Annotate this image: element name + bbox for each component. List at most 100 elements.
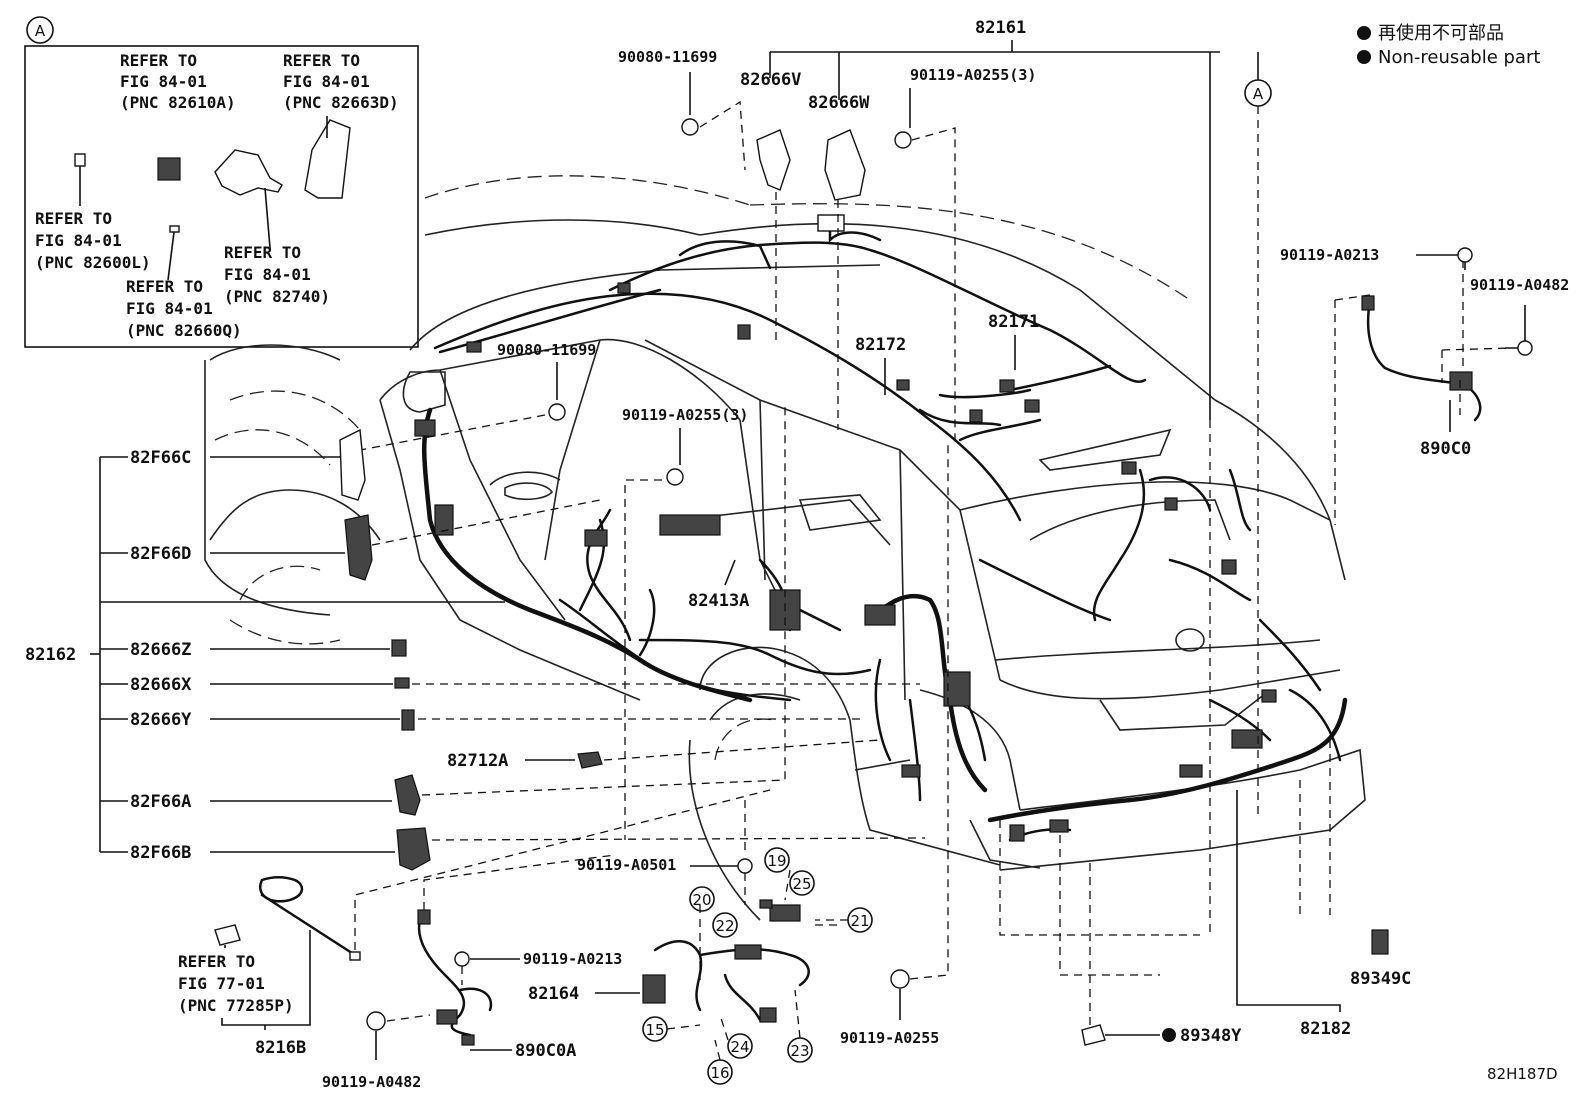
label-82161: 82161 — [975, 18, 1026, 38]
svg-text:REFER TO: REFER TO — [224, 243, 301, 262]
label-90119-A0213-right: 90119-A0213 — [1280, 246, 1379, 264]
label-890C0: 890C0 — [1420, 439, 1471, 459]
svg-text:FIG 84-01: FIG 84-01 — [120, 72, 207, 91]
bolt-90119-A0255-mid-icon — [666, 468, 684, 486]
svg-text:REFER TO: REFER TO — [283, 51, 360, 70]
bolt-90080-top-icon — [681, 118, 699, 136]
index-19: 19 — [767, 852, 786, 870]
index-22: 22 — [715, 917, 734, 935]
svg-text:(PNC 82740): (PNC 82740) — [224, 287, 330, 306]
refer-77285P-l1: REFER TO — [178, 952, 255, 971]
sensor-89349C-icon — [1371, 929, 1389, 955]
label-82F66C: 82F66C — [130, 448, 191, 468]
sensor-harness-890C0: 90119-A0213 90119-A0482 890C0 — [1280, 246, 1569, 525]
bracket-82F66A-icon — [394, 774, 421, 816]
clip-82666X-icon — [394, 677, 410, 689]
relay-block-82740-icon — [214, 149, 283, 196]
left-callouts: 82F66C 82F66D 82162 82666Z 82666X 82666Y… — [25, 405, 926, 871]
top-callouts: 82161 A 90080-11699 82666V 82666W 90119-… — [359, 18, 1272, 840]
inset-ref-82610A: REFER TO FIG 84-01 (PNC 82610A) — [120, 51, 236, 112]
svg-text:REFER TO: REFER TO — [126, 277, 203, 296]
bolt-90119-A0482-low-icon — [366, 1011, 386, 1031]
svg-text:(PNC 82600L): (PNC 82600L) — [35, 253, 151, 272]
label-82164: 82164 — [528, 984, 579, 1004]
circled-index-numbers: 19 20 22 25 21 15 24 16 23 — [642, 847, 873, 1085]
label-82172: 82172 — [855, 335, 906, 355]
label-90119-A0255-3-mid: 90119-A0255(3) — [622, 406, 748, 424]
svg-text:(PNC 82660Q): (PNC 82660Q) — [126, 321, 242, 340]
index-23: 23 — [790, 1042, 809, 1060]
label-82F66A: 82F66A — [130, 792, 191, 812]
bottom-left-parts: REFER TO FIG 77-01 (PNC 77285P) 8216B 89… — [178, 789, 771, 1091]
bolt-90119-A0255-top-icon — [894, 131, 912, 149]
vehicle-body — [204, 175, 1366, 921]
label-90080-11699-mid: 90080-11699 — [497, 341, 596, 359]
diagram-code: 82H187D — [1487, 1065, 1558, 1083]
clip-89348Y-icon — [1081, 1024, 1106, 1046]
label-89349C: 89349C — [1350, 969, 1411, 989]
clip-82666Y-icon — [401, 709, 415, 731]
inset-ref-82600L: REFER TO FIG 84-01 (PNC 82600L) — [35, 209, 151, 272]
bolt-90119-A0255-low-icon — [890, 969, 910, 989]
svg-text:FIG 84-01: FIG 84-01 — [283, 72, 370, 91]
refer-77285P-l2: FIG 77-01 — [178, 974, 265, 993]
index-20: 20 — [692, 891, 711, 909]
bottom-center-parts: 90119-A0501 82164 90119-A0255 — [528, 445, 949, 1047]
label-82666Y: 82666Y — [130, 710, 192, 730]
label-82F66D: 82F66D — [130, 544, 191, 564]
label-82171: 82171 — [988, 312, 1039, 332]
svg-text:FIG 84-01: FIG 84-01 — [224, 265, 311, 284]
index-21: 21 — [850, 912, 869, 930]
index-24: 24 — [730, 1038, 749, 1056]
bracket-82666W-icon — [824, 129, 866, 201]
bolt-90119-A0213-low-icon — [454, 951, 470, 967]
index-15: 15 — [645, 1021, 664, 1039]
bolt-90119-A0482-icon — [1517, 340, 1533, 356]
inset-ref-82663D: REFER TO FIG 84-01 (PNC 82663D) — [283, 51, 399, 112]
label-90119-A0255-low: 90119-A0255 — [840, 1029, 939, 1047]
clip-82666Z-icon — [391, 639, 407, 657]
label-90080-11699-top: 90080-11699 — [618, 48, 717, 66]
label-82712A: 82712A — [447, 751, 508, 771]
bracket-82F66C-icon — [339, 428, 366, 501]
bolt-90080-mid-icon — [548, 403, 566, 421]
svg-text:FIG 84-01: FIG 84-01 — [35, 231, 122, 250]
inset-ref-82740: REFER TO FIG 84-01 (PNC 82740) — [224, 243, 330, 306]
label-890C0A: 890C0A — [515, 1041, 576, 1061]
label-82666V: 82666V — [740, 70, 801, 90]
label-82F66B: 82F66B — [130, 843, 191, 863]
connector-82600L-icon — [74, 153, 86, 167]
label-89348Y: 89348Y — [1180, 1026, 1242, 1046]
non-reusable-bullet-icon — [1162, 1028, 1176, 1042]
bolt-90119-A0213-icon — [1457, 247, 1473, 263]
legend-en: Non-reusable part — [1378, 47, 1540, 68]
non-reusable-bullet-icon — [1357, 26, 1371, 40]
inset-marker-circle — [26, 16, 54, 44]
clip-82660Q-icon — [169, 225, 180, 233]
label-90119-A0482-low: 90119-A0482 — [322, 1073, 421, 1091]
label-90119-A0501: 90119-A0501 — [577, 856, 676, 874]
label-82666W: 82666W — [808, 93, 870, 113]
inset-a: A REFER TO FIG 84-01 (PNC 82610A) REFER … — [24, 16, 419, 348]
connector-82610A-icon — [157, 157, 181, 181]
label-82162: 82162 — [25, 645, 76, 665]
legend: 再使用不可部品 Non-reusable part — [1357, 23, 1540, 68]
label-82413A: 82413A — [688, 591, 749, 611]
legend-ja: 再使用不可部品 — [1378, 23, 1504, 44]
non-reusable-bullet-icon — [1357, 50, 1371, 64]
label-82666Z: 82666Z — [130, 640, 191, 660]
bracket-82F66D-icon — [344, 514, 373, 581]
inset-marker: A — [35, 22, 46, 40]
svg-text:REFER TO: REFER TO — [120, 51, 197, 70]
label-90119-A0213-low: 90119-A0213 — [523, 950, 622, 968]
inset-ref-82660Q: REFER TO FIG 84-01 (PNC 82660Q) — [126, 277, 242, 340]
index-25: 25 — [792, 875, 811, 893]
bracket-82F66B-icon — [396, 827, 431, 871]
refer-77285P-l3: (PNC 77285P) — [178, 996, 294, 1015]
bottom-right-parts: 89348Y 82182 89349C 82H187D — [999, 420, 1558, 1083]
label-8216B: 8216B — [255, 1038, 306, 1058]
bracket-82666V-icon — [756, 129, 791, 191]
label-82666X: 82666X — [130, 675, 192, 695]
module-82663D-icon — [304, 119, 351, 199]
